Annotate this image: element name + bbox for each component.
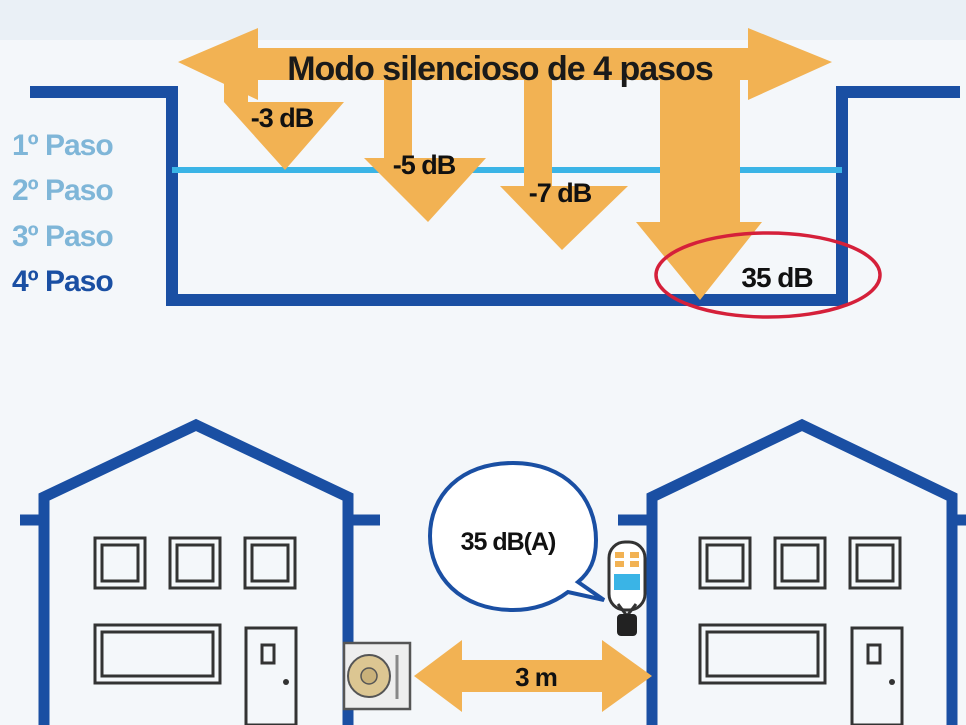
distance-arrow — [414, 640, 652, 712]
step3-reduction-label: -7 dB — [529, 178, 592, 208]
step2-down-arrow — [364, 80, 486, 222]
top-band — [0, 0, 966, 40]
speech-bubble — [427, 460, 606, 613]
speech-bubble-label: 35 dB(A) — [461, 528, 556, 556]
step3-down-arrow — [500, 80, 628, 250]
step1-reduction-label: -3 dB — [251, 103, 314, 133]
right-house — [618, 418, 966, 725]
title-double-arrow — [178, 28, 832, 100]
tank-frame — [30, 86, 960, 306]
step2-label: 2º Paso — [12, 174, 113, 207]
outdoor-unit-icon — [342, 641, 412, 711]
step2-reduction-label: -5 dB — [393, 150, 456, 180]
title-label: Modo silencioso de 4 pasos — [287, 50, 713, 88]
sound-meter-icon — [607, 540, 647, 636]
step3-label: 3º Paso — [12, 220, 113, 253]
step4-down-arrow — [636, 80, 762, 300]
highlight-ellipse — [654, 231, 882, 319]
step1-down-arrow — [224, 80, 344, 170]
step4-label: 4º Paso — [12, 265, 113, 298]
step4-reduction-label: 35 dB — [741, 262, 812, 293]
step1-label: 1º Paso — [12, 129, 113, 162]
distance-label: 3 m — [515, 662, 557, 692]
